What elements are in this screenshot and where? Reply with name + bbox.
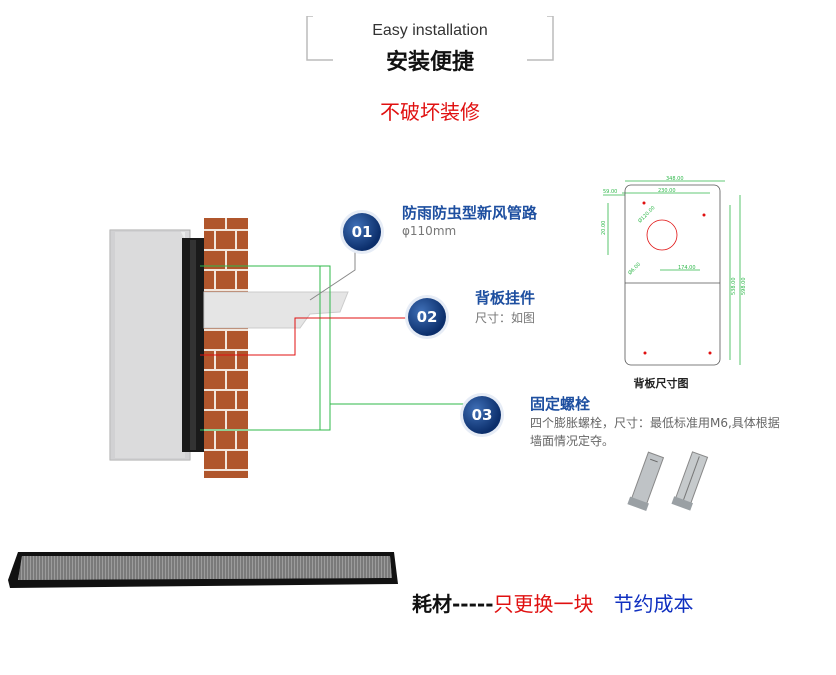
svg-text:230.00: 230.00 — [658, 188, 676, 194]
callout-badge-02: 02 — [408, 298, 446, 336]
drawing-caption: 背板尺寸图 — [633, 377, 689, 390]
svg-text:59.00: 59.00 — [603, 189, 617, 195]
svg-text:348.00: 348.00 — [666, 176, 684, 182]
consumable-note: 耗材-----只更换一块节约成本 — [412, 588, 694, 617]
filter-cartridge-image — [8, 552, 398, 588]
svg-text:20.00: 20.00 — [601, 221, 607, 235]
svg-text:538.00: 538.00 — [731, 278, 737, 296]
title-english: Easy installation — [372, 22, 488, 39]
title-frame — [306, 16, 554, 61]
callout-title-02: 背板挂件 — [475, 289, 536, 307]
installation-illustration — [109, 218, 349, 478]
callout-badge-01: 01 — [343, 213, 381, 251]
save-cost-text: 节约成本 — [613, 592, 694, 616]
callout-desc-03: 四个膨胀螺栓，尺寸：最低标准用M6,具体根据墙面情况定夺。 — [530, 416, 780, 448]
expansion-bolt-image — [627, 451, 709, 511]
consumable-label: 耗材----- — [412, 592, 494, 616]
svg-text:598.00: 598.00 — [741, 278, 747, 296]
svg-text:Ø6.00: Ø6.00 — [626, 261, 642, 277]
callout-badge-03: 03 — [463, 396, 501, 434]
title-chinese: 安装便捷 — [385, 50, 474, 75]
subtitle: 不破坏装修 — [380, 100, 480, 124]
svg-text:Ø120.00: Ø120.00 — [636, 204, 656, 224]
callout-sub-02: 尺寸：如图 — [475, 311, 536, 325]
callout-sub-01: φ110mm — [402, 224, 457, 238]
callout-title-03: 固定螺栓 — [530, 395, 591, 413]
callout-title-01: 防雨防虫型新风管路 — [402, 204, 538, 222]
replace-once-text: 只更换一块 — [493, 592, 594, 616]
backplate-dimension-drawing: 348.00 230.00 59.00 174.00 20.00 538.00 … — [601, 176, 747, 366]
svg-text:174.00: 174.00 — [678, 265, 696, 271]
